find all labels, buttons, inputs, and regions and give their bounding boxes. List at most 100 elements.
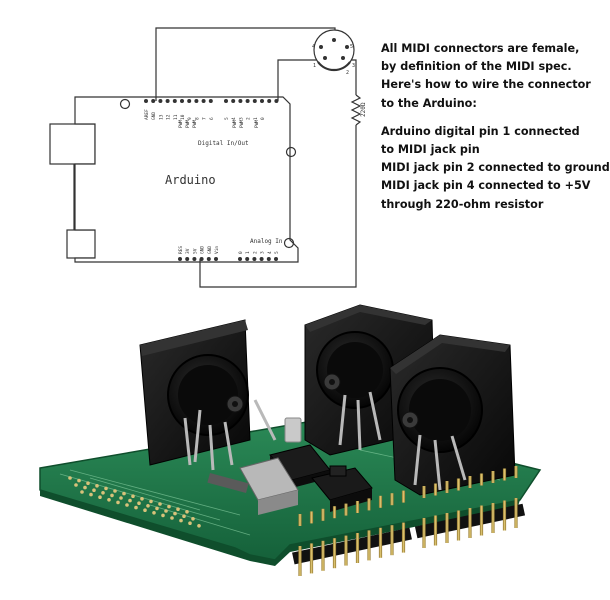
- header-pin: [238, 99, 243, 103]
- header-pin: [266, 257, 271, 261]
- resistor-label: 220Ω: [360, 102, 367, 117]
- header-pin: [390, 493, 394, 506]
- header-pin: [378, 527, 383, 558]
- header-pin: [479, 473, 484, 486]
- header-pin: [274, 99, 279, 103]
- header-pin: [332, 538, 337, 569]
- midi-pin-label-4: 4: [312, 44, 315, 50]
- header-pin: [151, 99, 156, 103]
- header-pin: [245, 257, 250, 261]
- pcb-pad: [116, 500, 120, 505]
- header-pin: [224, 99, 228, 103]
- wiring-notes: All MIDI connectors are female, by defin…: [381, 40, 610, 224]
- pcb-pad: [170, 516, 174, 520]
- pcb-pad: [191, 517, 195, 521]
- mount-hole: [285, 146, 297, 158]
- header-pin: [332, 506, 337, 519]
- midi-jack-symbol: [313, 29, 355, 72]
- top-pin-label: 11: [173, 114, 179, 120]
- note-line: to the Arduino:: [381, 96, 477, 110]
- header-pin: [491, 471, 495, 483]
- header-pin: [422, 486, 426, 498]
- pcb-pad: [197, 524, 201, 528]
- midi-pin-label-5: 5: [350, 44, 353, 50]
- pcb-pad: [131, 494, 135, 499]
- bottom-header-pins: [178, 257, 278, 261]
- pcb-pad: [188, 521, 192, 525]
- header-pin: [422, 518, 426, 548]
- top-pin-label: 12: [166, 114, 172, 120]
- note-line: MIDI jack pin 4 connected to +5V: [381, 179, 591, 193]
- top-pin-label: 1: [253, 117, 259, 120]
- analog-header-label: Analog In: [250, 238, 283, 245]
- pcb-pad: [110, 493, 114, 498]
- pcb-pad: [86, 481, 90, 486]
- header-pin: [321, 508, 325, 521]
- bottom-pin-label: 5: [274, 251, 280, 254]
- pcb-pad: [74, 483, 78, 487]
- pwm-label: PWM: [232, 120, 238, 128]
- header-pin: [194, 99, 199, 103]
- pcb-pad: [119, 496, 123, 500]
- top-header-pins: [144, 99, 279, 103]
- slide-switch: [207, 457, 299, 515]
- header-pin: [208, 99, 213, 103]
- pcb-pad: [173, 511, 177, 516]
- top-pin-label: 8: [194, 117, 200, 120]
- bottom-pin-label: GND: [200, 246, 206, 254]
- bottom-pin-label: 1: [245, 251, 251, 254]
- header-pin: [180, 99, 184, 103]
- note-line: Here's how to wire the connector: [381, 78, 591, 92]
- header-pin: [378, 495, 383, 508]
- top-pin-label: AREF: [144, 109, 150, 120]
- pcb-pad: [161, 513, 165, 518]
- pcb-pads: [68, 476, 201, 528]
- header-pin: [468, 476, 472, 488]
- header-pin: [165, 99, 170, 103]
- header-pin: [344, 503, 348, 516]
- note-line: through 220-ohm resistor: [381, 197, 544, 211]
- pcb-pad: [68, 476, 72, 480]
- top-pin-label: 9: [187, 117, 193, 120]
- midi-pin-label-1: 1: [313, 63, 316, 69]
- header-pin: [245, 99, 250, 103]
- header-pin: [187, 99, 192, 103]
- header-pins: [298, 466, 518, 576]
- pcb-pad: [137, 501, 141, 506]
- wire-resistor-to-5v: [199, 125, 357, 288]
- reset-button: [311, 465, 373, 512]
- usb-port-block: [49, 123, 96, 165]
- midi-pin-label-2: 2: [346, 70, 349, 76]
- bottom-pin-label: Vin: [214, 246, 220, 254]
- wiring-schematic: [49, 27, 362, 288]
- pwm-label: PWM: [239, 120, 245, 128]
- arduino-board-outline: [74, 96, 299, 263]
- header-pin: [298, 546, 302, 576]
- pwm-label: PWM: [185, 120, 191, 128]
- header-pin: [479, 505, 484, 536]
- top-pin-label: 5: [224, 117, 230, 120]
- header-pin: [192, 257, 197, 261]
- notes-paragraph-1: All MIDI connectors are female, by defin…: [381, 40, 595, 113]
- pcb-pad: [113, 489, 117, 493]
- pcb-pad: [143, 508, 147, 512]
- note-line: MIDI jack pin 2 connected to ground: [381, 161, 610, 175]
- header-pin: [252, 257, 257, 261]
- resistor-symbol: [350, 94, 362, 126]
- header-pin: [309, 543, 314, 574]
- header-pin: [172, 99, 177, 103]
- digital-header-label: Digital In/Out: [198, 140, 249, 147]
- header-pin: [201, 99, 206, 103]
- header-pin: [298, 514, 302, 526]
- header-pin: [321, 540, 325, 571]
- header-pin: [367, 498, 371, 511]
- header-pin: [401, 490, 406, 503]
- top-pin-label: 6: [209, 117, 215, 120]
- header-pin: [259, 257, 264, 261]
- bottom-pin-label: 3V: [185, 248, 191, 254]
- pcb-pad: [146, 504, 150, 508]
- header-pin: [367, 530, 371, 561]
- mount-hole: [283, 237, 295, 249]
